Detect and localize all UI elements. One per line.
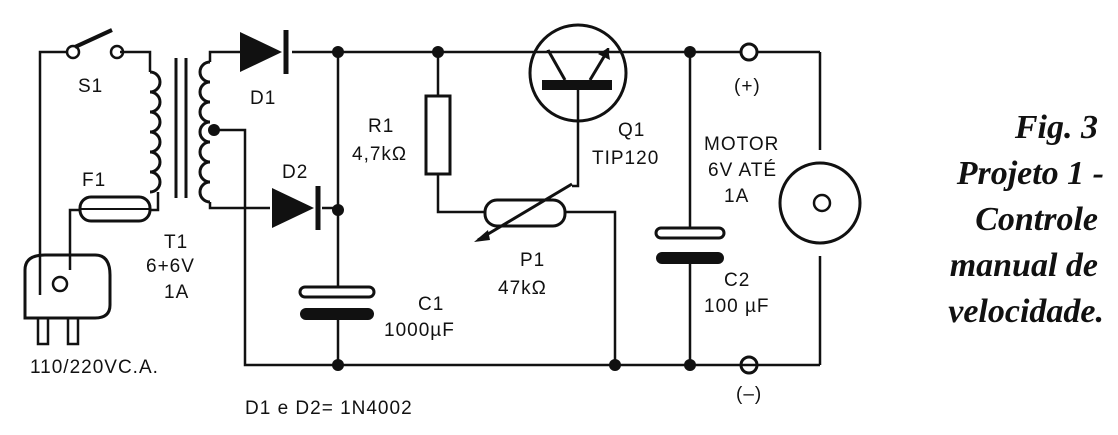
caption-line3: Controle [975,201,1098,238]
fuse-f1 [78,195,152,223]
terminal-minus [739,355,759,375]
label-c1-name: C1 [418,294,444,315]
output-wiring [688,50,822,365]
label-t1-value: 6+6V [146,256,195,277]
capacitor-c1 [298,285,376,320]
label-c2-name: C2 [724,270,750,291]
caption-line5: velocidade. [948,293,1104,330]
label-r1-value: 4,7kΩ [352,144,407,165]
resistor-r1 [424,52,485,214]
potentiometer-p1 [474,182,617,365]
label-d1: D1 [250,88,276,109]
power-plug [23,253,112,346]
transformer-t1 [149,58,220,204]
switch-s1 [65,28,125,60]
transistor-q1 [528,23,628,188]
label-motor-line2: 6V ATÉ [708,160,777,181]
label-plus: (+) [734,76,761,97]
label-c1-value: 1000µF [384,320,455,341]
label-minus: (–) [736,384,762,405]
motor-symbol [778,161,862,245]
capacitor-c2 [654,226,726,264]
caption-line2: Projeto 1 - [956,155,1104,192]
label-plug: 110/220VC.A. [30,357,159,378]
caption-line1: Fig. 3 [1014,109,1098,146]
label-d2: D2 [282,162,308,183]
label-q1-value: TIP120 [592,148,659,169]
label-t1-name: T1 [164,232,188,253]
terminal-plus [739,42,759,62]
label-p1-name: P1 [520,250,545,271]
label-s1: S1 [78,76,103,97]
figure-caption: Fig. 3 Projeto 1 - Controle manual de ve… [948,109,1104,330]
label-f1: F1 [82,170,106,191]
diode-d2 [272,186,321,230]
label-diodes-note: D1 e D2= 1N4002 [245,398,413,419]
label-motor-line1: MOTOR [704,134,779,155]
label-motor-line3: 1A [724,186,749,207]
label-q1-name: Q1 [618,120,645,141]
mains-wiring [38,50,160,295]
label-r1-name: R1 [368,116,394,137]
diode-d1 [240,30,289,74]
label-c2-value: 100 µF [704,296,770,317]
label-t1-current: 1A [164,282,189,303]
caption-line4: manual de [950,247,1098,284]
label-p1-value: 47kΩ [498,278,547,299]
